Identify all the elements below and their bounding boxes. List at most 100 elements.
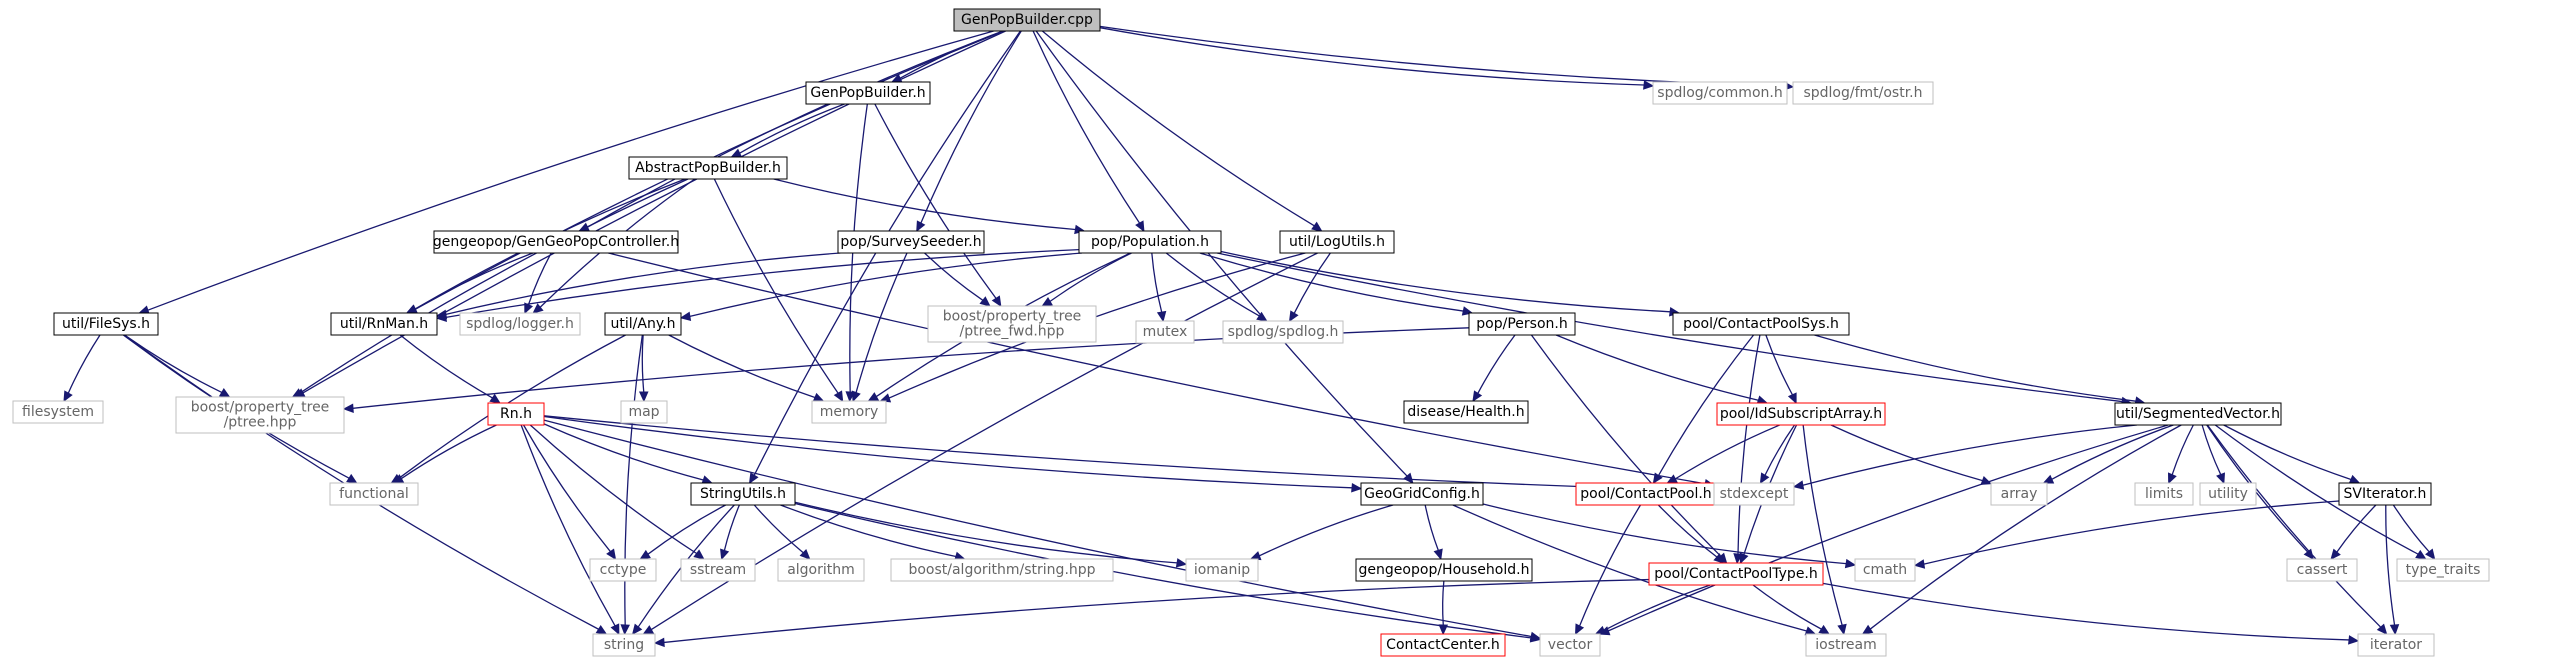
node-box	[1468, 312, 1576, 336]
edge-logutils-to-spdlog_spdlog	[1288, 252, 1331, 323]
edge-genpopbuilder_cpp-to-geogridconfig	[1035, 30, 1414, 484]
node-contactcenter[interactable]: ContactCenter.h	[1380, 633, 1506, 657]
node-label: string	[604, 637, 644, 653]
node-box	[175, 396, 345, 434]
node-geogridconfig[interactable]: GeoGridConfig.h	[1360, 482, 1484, 506]
node-household[interactable]: gengeopop/Household.h	[1355, 558, 1533, 582]
node-svliterator[interactable]: SVIterator.h	[2338, 482, 2432, 506]
edge-surveyseeder-to-memory	[851, 252, 908, 403]
node-label: functional	[339, 486, 409, 502]
edge-filesys-to-filesystem	[63, 334, 101, 403]
node-contactpool[interactable]: pool/ContactPool.h	[1575, 482, 1717, 506]
node-genpopbuilder_cpp[interactable]: GenPopBuilder.cpp	[953, 8, 1101, 32]
node-rnman[interactable]: util/RnMan.h	[330, 312, 438, 336]
node-mutex: mutex	[1135, 320, 1195, 344]
node-contactpoolsys[interactable]: pool/ContactPoolSys.h	[1672, 312, 1850, 336]
edge-filesys-to-ptree	[124, 334, 231, 398]
edge-contactpooltype-to-vector	[1594, 584, 1711, 635]
node-label: map	[628, 404, 659, 420]
node-label: utility	[2208, 486, 2248, 502]
node-label: disease/Health.h	[1407, 404, 1524, 420]
edge-contactpoolsys-to-segmentedvector	[1814, 334, 2146, 406]
node-label: iterator	[2370, 637, 2422, 653]
node-box	[2114, 402, 2282, 426]
node-label: spdlog/logger.h	[466, 316, 574, 332]
node-health[interactable]: disease/Health.h	[1403, 400, 1529, 424]
edge-genpopbuilder_h-to-ptree_fwd	[874, 103, 1002, 308]
node-label: gengeopop/Household.h	[1359, 562, 1530, 578]
edge-svliterator-to-cassert	[2330, 504, 2377, 560]
edge-population-to-spdlog_spdlog	[1165, 252, 1268, 322]
node-ptree_fwd: boost/property_tree/ptree_fwd.hpp	[927, 305, 1097, 343]
node-population[interactable]: pop/Population.h	[1078, 230, 1222, 254]
edge-genpopbuilder_cpp-to-surveyseeder	[916, 30, 1022, 233]
node-label: pop/SurveySeeder.h	[840, 234, 981, 250]
edge-contactpool-to-vector	[1574, 504, 1642, 636]
node-abstractpopbuilder[interactable]: AbstractPopBuilder.h	[628, 156, 788, 180]
edge-segmentedvector-to-array	[2042, 424, 2174, 484]
node-idsubscriptarray[interactable]: pool/IdSubscriptArray.h	[1716, 402, 1886, 426]
node-box	[953, 8, 1101, 32]
edge-idsubscriptarray-to-array	[1830, 424, 1993, 485]
edge-rn-to-vector	[543, 419, 1542, 642]
node-label: boost/property_tree	[943, 309, 1082, 325]
node-box	[680, 558, 756, 582]
node-label: cmath	[1863, 562, 1907, 578]
node-label: /ptree.hpp	[224, 415, 297, 431]
node-stringutils[interactable]: StringUtils.h	[690, 482, 796, 506]
edge-contactpooltype-to-string	[653, 578, 1650, 648]
edge-rn-to-geogridconfig	[543, 415, 1363, 493]
edge-rnman-to-rn	[399, 334, 501, 404]
node-any[interactable]: util/Any.h	[604, 312, 682, 336]
node-label: StringUtils.h	[700, 486, 786, 502]
node-filesystem: filesystem	[12, 400, 104, 424]
node-box	[628, 156, 788, 180]
node-label: util/RnMan.h	[340, 316, 428, 332]
node-filesys[interactable]: util/FileSys.h	[53, 312, 159, 336]
node-label: util/FileSys.h	[62, 316, 150, 332]
node-box	[1672, 312, 1850, 336]
node-spdlog_spdlog: spdlog/spdlog.h	[1222, 320, 1344, 344]
node-label: pool/ContactPool.h	[1580, 486, 1711, 502]
node-label: spdlog/fmt/ostr.h	[1803, 85, 1922, 101]
node-label: spdlog/common.h	[1657, 85, 1782, 101]
edge-stringutils-to-sstream	[720, 504, 740, 561]
node-rn[interactable]: Rn.h	[487, 402, 545, 426]
edge-rn-to-string	[520, 424, 620, 636]
node-box	[330, 312, 438, 336]
node-gengeopopcontroller[interactable]: gengeopop/GenGeoPopController.h	[433, 230, 679, 254]
edge-geogridconfig-to-cmath	[1482, 503, 1857, 569]
node-label: iostream	[1815, 637, 1877, 653]
node-box	[690, 482, 796, 506]
edge-genpopbuilder_cpp-to-logutils	[1041, 30, 1323, 232]
edge-segmentedvector-to-type_traits	[2214, 424, 2427, 560]
node-box	[12, 400, 104, 424]
node-utility: utility	[2199, 482, 2257, 506]
node-array: array	[1990, 482, 2048, 506]
node-genpopbuilder_h[interactable]: GenPopBuilder.h	[805, 81, 931, 105]
node-label: cctype	[600, 562, 647, 578]
node-logutils[interactable]: util/LogUtils.h	[1279, 230, 1395, 254]
node-spdlog_ostr: spdlog/fmt/ostr.h	[1792, 81, 1934, 105]
node-iostream: iostream	[1805, 633, 1887, 657]
node-contactpooltype[interactable]: pool/ContactPoolType.h	[1648, 562, 1824, 586]
edge-contactpoolsys-to-contactpool	[1652, 334, 1755, 485]
edge-genpopbuilder_cpp-to-filesys	[138, 30, 994, 315]
node-box	[890, 558, 1114, 582]
node-label: mutex	[1143, 324, 1188, 340]
node-label: pop/Population.h	[1091, 234, 1209, 250]
node-person[interactable]: pop/Person.h	[1468, 312, 1576, 336]
edge-person-to-idsubscriptarray	[1555, 334, 1769, 405]
node-surveyseeder[interactable]: pop/SurveySeeder.h	[837, 230, 985, 254]
edge-segmentedvector-to-iostream	[1861, 424, 2182, 635]
node-segmentedvector[interactable]: util/SegmentedVector.h	[2114, 402, 2282, 426]
node-spdlog_logger: spdlog/logger.h	[459, 312, 581, 336]
edge-svliterator-to-type_traits	[2392, 504, 2436, 560]
node-cmath: cmath	[1854, 558, 1916, 582]
node-vector: vector	[1539, 633, 1601, 657]
node-box	[927, 305, 1097, 343]
node-iomanip: iomanip	[1185, 558, 1259, 582]
edge-layer	[63, 25, 2436, 648]
edge-gengeopopcontroller-to-spdlog_logger	[524, 252, 552, 315]
node-sstream: sstream	[680, 558, 756, 582]
